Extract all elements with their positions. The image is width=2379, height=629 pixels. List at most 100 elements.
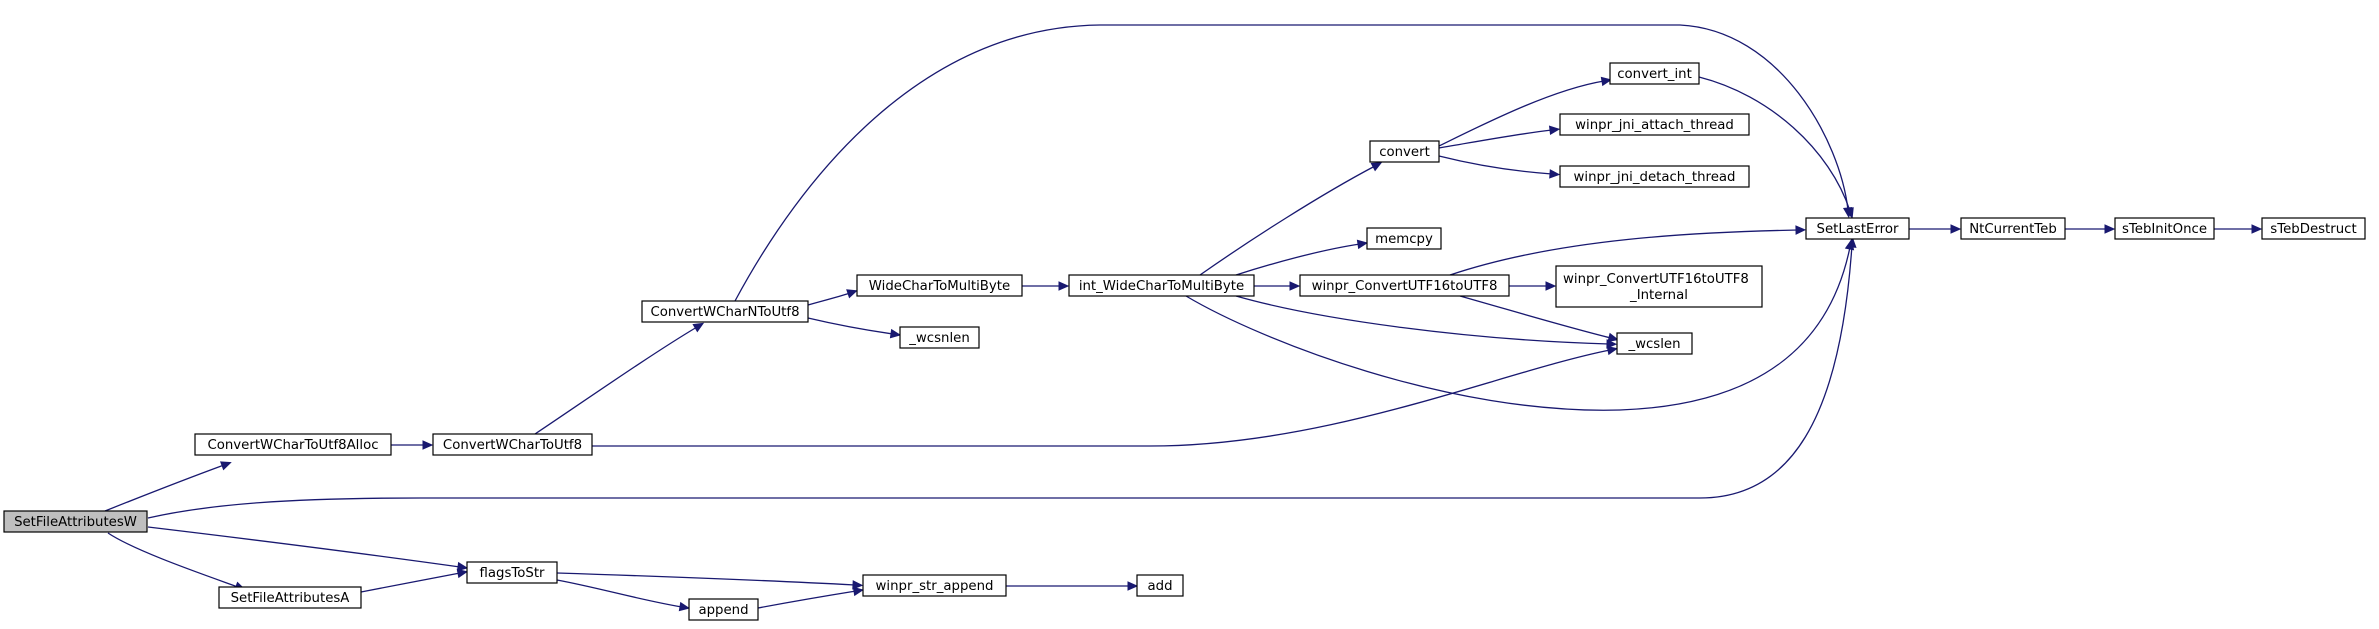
node-setfileattributesw[interactable]: SetFileAttributesW (3, 510, 148, 533)
node-winpr-jni-detach-thread[interactable]: winpr_jni_detach_thread (1559, 165, 1750, 188)
node--wcsnlen[interactable]: _wcsnlen (899, 326, 980, 349)
node-convertwcharntoutf8[interactable]: ConvertWCharNToUtf8 (641, 300, 809, 323)
node-label: SetLastError (1817, 222, 1899, 237)
node-int-widechartomultibyte[interactable]: int_WideCharToMultiByte (1068, 274, 1255, 297)
node-box (1609, 62, 1700, 85)
node--wcslen[interactable]: _wcslen (1616, 332, 1693, 355)
node-box (432, 433, 593, 456)
node-box (3, 510, 148, 533)
edge-line (1199, 165, 1376, 276)
node-label: memcpy (1375, 232, 1433, 247)
edge-line (556, 572, 856, 586)
edge-convert-to-convert_int (1438, 76, 1613, 147)
edge-line (1438, 80, 1605, 147)
node-label: convert_int (1617, 67, 1692, 82)
arrowhead (1607, 332, 1619, 343)
node-convertwchartoutf8[interactable]: ConvertWCharToUtf8 (432, 433, 593, 456)
node-stebinitonce[interactable]: sTebInitOnce (2114, 217, 2215, 240)
node-winpr-str-append[interactable]: winpr_str_append (862, 574, 1007, 597)
node-box (1960, 217, 2066, 240)
node-append[interactable]: append (688, 598, 759, 621)
node-label: _wcslen (1627, 337, 1680, 352)
node-convert[interactable]: convert (1369, 140, 1440, 163)
edge-line (1235, 295, 1610, 345)
arrowhead (1545, 281, 1557, 291)
node-winpr-convertutf16toutf8[interactable]: winpr_ConvertUTF16toUTF8 (1299, 274, 1510, 297)
node-label: add (1147, 579, 1172, 594)
node-box (862, 574, 1007, 597)
node-box (194, 433, 392, 456)
edge-line (556, 579, 683, 608)
node-widechartomultibyte[interactable]: WideCharToMultiByte (856, 274, 1023, 297)
edge-line (147, 244, 1853, 519)
node-label: winpr_jni_detach_thread (1574, 170, 1736, 185)
edge-flagsToStr-to-append (556, 579, 691, 612)
edge-SetFileAttributesA-to-flagsToStr (360, 568, 469, 593)
node-box (1366, 227, 1442, 250)
node-label: sTebDestruct (2270, 222, 2356, 237)
node-flagstostr[interactable]: flagsToStr (466, 561, 558, 584)
edge-ConvertWCharToUtf8-to-_wcslen (591, 345, 1619, 447)
node-stebdestruct[interactable]: sTebDestruct (2261, 217, 2366, 240)
edge-WideCharToMultiByte-to-int_WideCharToMultiByte (1021, 281, 1070, 291)
arrowhead (1370, 162, 1383, 172)
nodes-layer: SetFileAttributesW ConvertWCharToUtf8Allo… (3, 62, 2366, 621)
edge-sTebInitOnce-to-sTebDestruct (2213, 224, 2263, 234)
edge-line (147, 526, 461, 568)
node-label: SetFileAttributesA (231, 591, 350, 606)
edge-line (104, 464, 225, 512)
edge-line (1438, 155, 1553, 175)
node-label: winpr_ConvertUTF16toUTF8 (1563, 272, 1749, 287)
node-label: ConvertWCharNToUtf8 (650, 305, 799, 320)
node-box (2261, 217, 2366, 240)
arrowhead (1795, 225, 1807, 235)
arrowhead (1548, 125, 1561, 136)
node-box (856, 274, 1023, 297)
node-winpr-jni-attach-thread[interactable]: winpr_jni_attach_thread (1559, 113, 1750, 136)
edge-winpr_ConvertUTF16toUTF8-to-_wcslen (1459, 295, 1619, 343)
edge-line (757, 590, 857, 609)
arrowhead (852, 580, 864, 590)
edge-flagsToStr-to-winpr_str_append (556, 572, 864, 590)
node-label: winpr_ConvertUTF16toUTF8 (1312, 279, 1498, 294)
node-label: ConvertWCharToUtf8Alloc (207, 438, 378, 453)
node-convert-int[interactable]: convert_int (1609, 62, 1700, 85)
arrowhead (1127, 581, 1139, 591)
node-add[interactable]: add (1136, 574, 1184, 597)
node-ntcurrentteb[interactable]: NtCurrentTeb (1960, 217, 2066, 240)
arrowhead (1356, 239, 1369, 250)
node-box (1136, 574, 1184, 597)
edge-line (1449, 229, 1799, 276)
edge-ConvertWCharNToUtf8-to-_wcsnlen (807, 317, 902, 339)
edge-ConvertWCharToUtf8Alloc-to-ConvertWCharToUtf8 (391, 440, 434, 450)
node-memcpy[interactable]: memcpy (1366, 227, 1442, 250)
edge-line (591, 349, 1611, 447)
edge-convert_int-to-SetLastError (1698, 76, 1854, 219)
edge-line (1235, 243, 1361, 276)
node-label: WideCharToMultiByte (869, 279, 1010, 294)
arrowhead (2104, 224, 2116, 234)
node-label: _Internal (1629, 288, 1688, 303)
node-label: winpr_jni_attach_thread (1575, 118, 1734, 133)
node-label: _wcsnlen (908, 331, 970, 346)
node-box (1068, 274, 1255, 297)
node-label: NtCurrentTeb (1969, 222, 2057, 237)
arrowhead (2251, 224, 2263, 234)
node-setfileattributesa[interactable]: SetFileAttributesA (218, 586, 362, 609)
edge-line (534, 326, 698, 435)
node-convertwchartoutf8alloc[interactable]: ConvertWCharToUtf8Alloc (194, 433, 392, 456)
node-winpr-convertutf16toutf8-internal[interactable]: winpr_ConvertUTF16toUTF8_Internal (1555, 265, 1763, 308)
edge-SetFileAttributesW-to-ConvertWCharToUtf8Alloc (104, 461, 232, 512)
edge-convert-to-winpr_jni_attach_thread (1438, 125, 1561, 149)
node-label: flagsToStr (479, 566, 545, 581)
edge-ConvertWCharToUtf8-to-ConvertWCharNToUtf8 (534, 322, 705, 435)
node-label: ConvertWCharToUtf8 (443, 438, 582, 453)
node-setlasterror[interactable]: SetLastError (1805, 217, 1910, 240)
arrowhead (456, 561, 469, 572)
node-box (218, 586, 362, 609)
node-box (1616, 332, 1693, 355)
edge-int_WideCharToMultiByte-to-SetLastError (1185, 238, 1855, 411)
node-box (688, 598, 759, 621)
edge-SetFileAttributesW-to-flagsToStr (147, 526, 469, 572)
edge-NtCurrentTeb-to-sTebInitOnce (2064, 224, 2116, 234)
